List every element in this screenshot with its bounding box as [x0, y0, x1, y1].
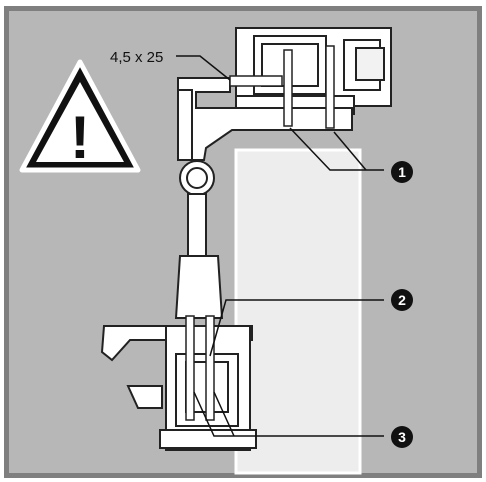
callout-1-label: 1	[398, 164, 406, 180]
screw-leader-line	[176, 55, 231, 81]
callout-2: 2	[391, 289, 413, 311]
bottom-sash-profile	[100, 325, 257, 451]
screw-icon	[185, 315, 215, 421]
screw-size-label: 4,5 x 25	[110, 49, 163, 66]
callout-3: 3	[391, 426, 413, 448]
adjustment-bracket	[174, 77, 353, 319]
callout-2-label: 2	[398, 292, 406, 308]
top-frame-profile	[235, 27, 392, 115]
warning-symbol: !	[70, 104, 90, 171]
callout-3-label: 3	[398, 429, 406, 445]
screw-icon	[229, 45, 335, 129]
wall-panel	[234, 148, 362, 475]
callout-leader-lines	[193, 127, 384, 437]
callout-1: 1	[391, 161, 413, 183]
warning-triangle-icon: !	[19, 59, 141, 173]
